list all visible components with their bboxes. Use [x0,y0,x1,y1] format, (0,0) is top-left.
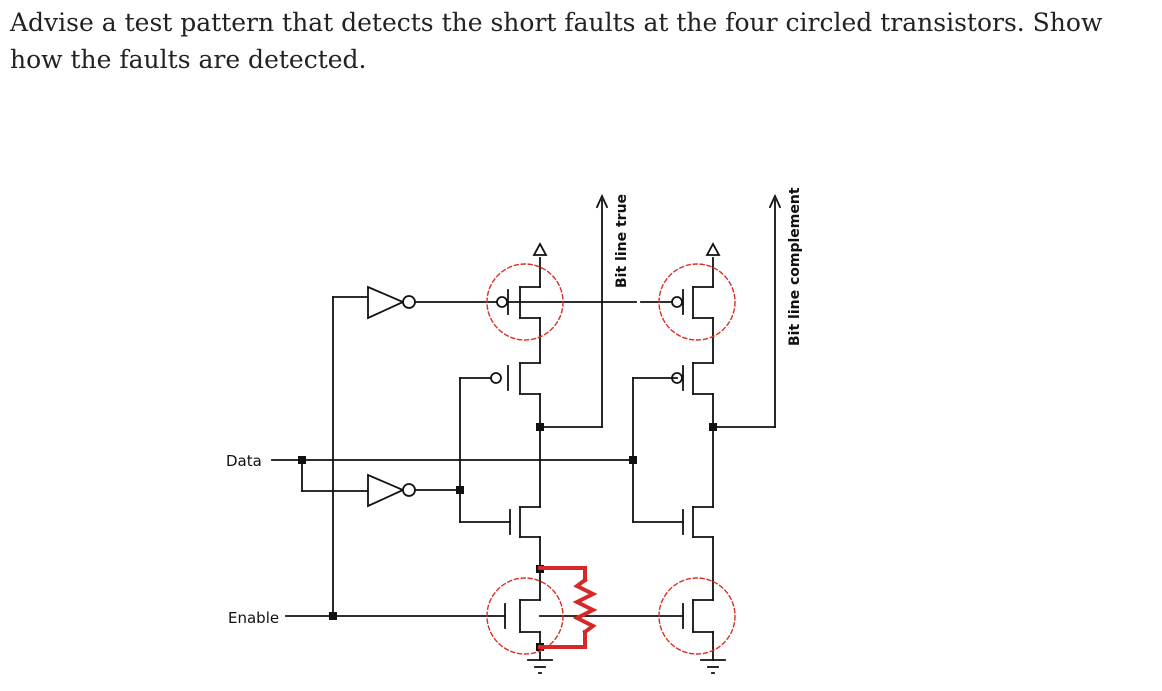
bit-line-complement-label: Bit line complement [787,187,803,346]
data-wire [271,459,634,492]
pmos-enable-left-icon [496,286,541,319]
left-column-wire [539,199,603,661]
pmos-data-left-icon [490,362,541,395]
data-label: Data [226,452,262,470]
data-bar-wire [414,377,511,523]
bit-line-true-label: Bit line true [614,194,630,288]
fault-circle-nmos-right [658,577,736,655]
fault-circle-pmos-right [658,263,736,341]
enable-inverter-icon [367,285,416,320]
pmos-data-right-icon [671,362,714,395]
nmos-enable-right-icon [682,599,714,633]
vdd-right-icon [705,242,721,256]
question-text: Advise a test pattern that detects the s… [10,8,1103,74]
enable-label: Enable [228,609,279,627]
fault-circles [486,263,736,655]
vdd-left-icon [532,242,548,256]
pmos-enable-right-icon [671,286,714,319]
fault-circle-nmos-left [486,577,564,655]
enable-wire [285,296,506,617]
nmos-enable-left-icon [504,599,541,633]
ground-left-icon [527,659,553,674]
data-inverter-icon [367,473,416,508]
fault-circle-pmos-left [486,263,564,341]
short-fault-resistor-icon [538,566,598,649]
bit-line-true-arrow-icon [595,193,609,209]
right-column-wire [539,199,776,661]
nmos-data-right-icon [682,506,714,538]
nmos-data-left-icon [509,506,541,538]
bit-line-complement-arrow-icon [768,193,782,209]
ground-right-icon [700,659,726,674]
